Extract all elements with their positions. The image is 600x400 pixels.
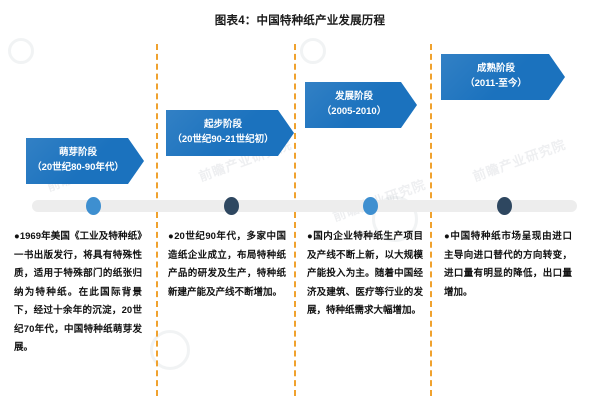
stage-name-1: 萌芽阶段: [58, 147, 97, 159]
timeline-milestone-dot-2: [224, 197, 239, 215]
watermark-ring-icon: [8, 38, 34, 64]
timeline-axis-bar: [32, 200, 577, 212]
stage-divider: [430, 44, 432, 396]
stage-banner-4[interactable]: 成熟阶段 （2011-至今）: [441, 54, 565, 100]
stage-description-4: ●中国特种纸市场呈现由进口主导向进口替代的方向转变，进口量有明显的降低，出口量增…: [444, 231, 572, 298]
stage-name-4: 成熟阶段: [476, 63, 515, 75]
stage-description-1: ●1969年美国《工业及特种纸》一书出版发行，将具有特殊性质，适用于特殊部门的纸…: [14, 231, 142, 354]
timeline-milestone-dot-4: [497, 197, 512, 215]
watermark-ring-icon: [300, 38, 326, 64]
stage-banner-2[interactable]: 起步阶段 （20世纪90-21世纪初）: [166, 110, 294, 156]
stage-period-3: （2005-2010）: [321, 106, 387, 117]
stage-divider: [294, 44, 296, 396]
watermark-text: 前瞻产业研究院: [470, 136, 568, 185]
stage-description-3: ●国内企业特种纸生产项目及产线不断上新，以大规模产能投入为主。随着中国经济及建筑…: [307, 231, 423, 317]
stage-period-1: （20世纪80-90年代）: [32, 162, 124, 173]
stage-banner-1[interactable]: 萌芽阶段 （20世纪80-90年代）: [26, 138, 144, 184]
timeline-milestone-dot-1: [86, 197, 101, 215]
stage-divider: [156, 44, 158, 396]
stage-period-2: （20世纪90-21世纪初）: [172, 134, 274, 145]
timeline-milestone-dot-3: [363, 197, 378, 215]
stage-name-2: 起步阶段: [203, 119, 242, 131]
page-title: 图表4：中国特种纸产业发展历程: [214, 15, 386, 27]
stage-description-2: ●20世纪90年代，多家中国造纸企业成立，布局特种纸产品的研发及生产，特种纸新建…: [168, 231, 286, 298]
stage-banner-3[interactable]: 发展阶段 （2005-2010）: [305, 82, 417, 128]
stage-period-4: （2011-至今）: [465, 78, 527, 89]
stage-name-3: 发展阶段: [334, 91, 373, 103]
